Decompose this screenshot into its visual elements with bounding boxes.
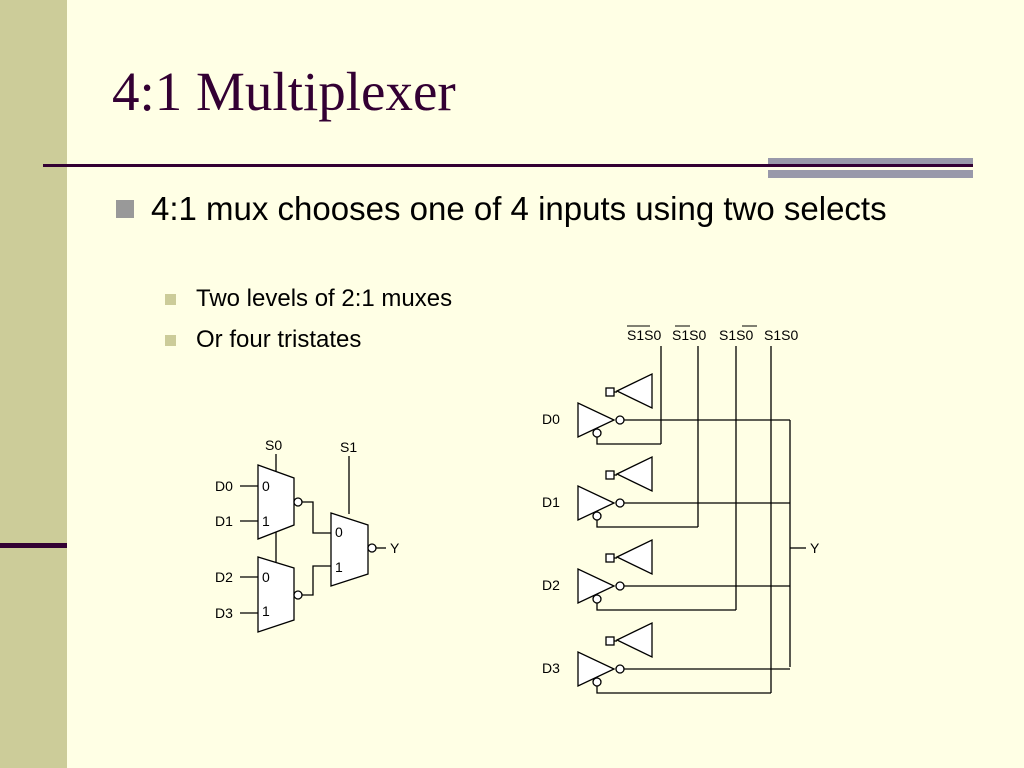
mux-b — [257, 556, 295, 633]
tristate-diagram — [660, 346, 806, 693]
port-label: 0 — [262, 569, 270, 585]
input-label: D3 — [215, 605, 233, 621]
bullet-text: 4:1 mux chooses one of 4 inputs using tw… — [151, 190, 887, 227]
bullet-level2: Or four tristates — [165, 326, 361, 354]
divider-accent-bar-lower — [768, 170, 973, 178]
tristate-input-label: D2 — [542, 577, 560, 593]
select-header-label: S1S0 — [627, 327, 661, 343]
sidebar-accent-line — [0, 543, 67, 548]
tristate-stage — [577, 455, 790, 528]
port-label: 1 — [262, 513, 270, 529]
tristate-stage — [577, 372, 790, 445]
select-header-label: S1S0 — [764, 327, 798, 343]
divider-accent-bar — [768, 158, 973, 164]
tristate-input-label: D3 — [542, 660, 560, 676]
input-label: D2 — [215, 569, 233, 585]
mux-a — [257, 464, 295, 540]
bullet-square-icon — [165, 335, 176, 346]
select-label: S1 — [340, 439, 357, 455]
select-label: S0 — [265, 437, 282, 453]
tristate-output-label: Y — [810, 540, 820, 556]
tristate-stage — [577, 621, 790, 694]
bullet-text: Two levels of 2:1 muxes — [196, 285, 453, 312]
input-label: D0 — [215, 478, 233, 494]
bullet-square-icon — [116, 200, 134, 218]
port-label: 1 — [262, 603, 270, 619]
mux-tree-diagram — [240, 454, 386, 633]
port-label: 0 — [262, 478, 270, 494]
tristate-input-label: D0 — [542, 411, 560, 427]
slide-title: 4:1 Multiplexer — [112, 61, 456, 122]
mux-c — [330, 512, 369, 587]
input-label: D1 — [215, 513, 233, 529]
left-sidebar-decoration — [0, 0, 67, 768]
select-header-label: S1S0 — [719, 327, 753, 343]
bullet-square-icon — [165, 294, 176, 305]
tristate-stage — [577, 538, 790, 611]
title-divider — [43, 164, 973, 167]
bullet-text: Or four tristates — [196, 326, 362, 353]
bullet-level2: Two levels of 2:1 muxes — [165, 285, 452, 313]
select-header-label: S1S0 — [672, 327, 706, 343]
output-label: Y — [390, 540, 400, 556]
bullet-level1: 4:1 mux chooses one of 4 inputs using tw… — [116, 188, 926, 229]
port-label: 0 — [335, 524, 343, 540]
port-label: 1 — [335, 559, 343, 575]
tristate-input-label: D1 — [542, 494, 560, 510]
